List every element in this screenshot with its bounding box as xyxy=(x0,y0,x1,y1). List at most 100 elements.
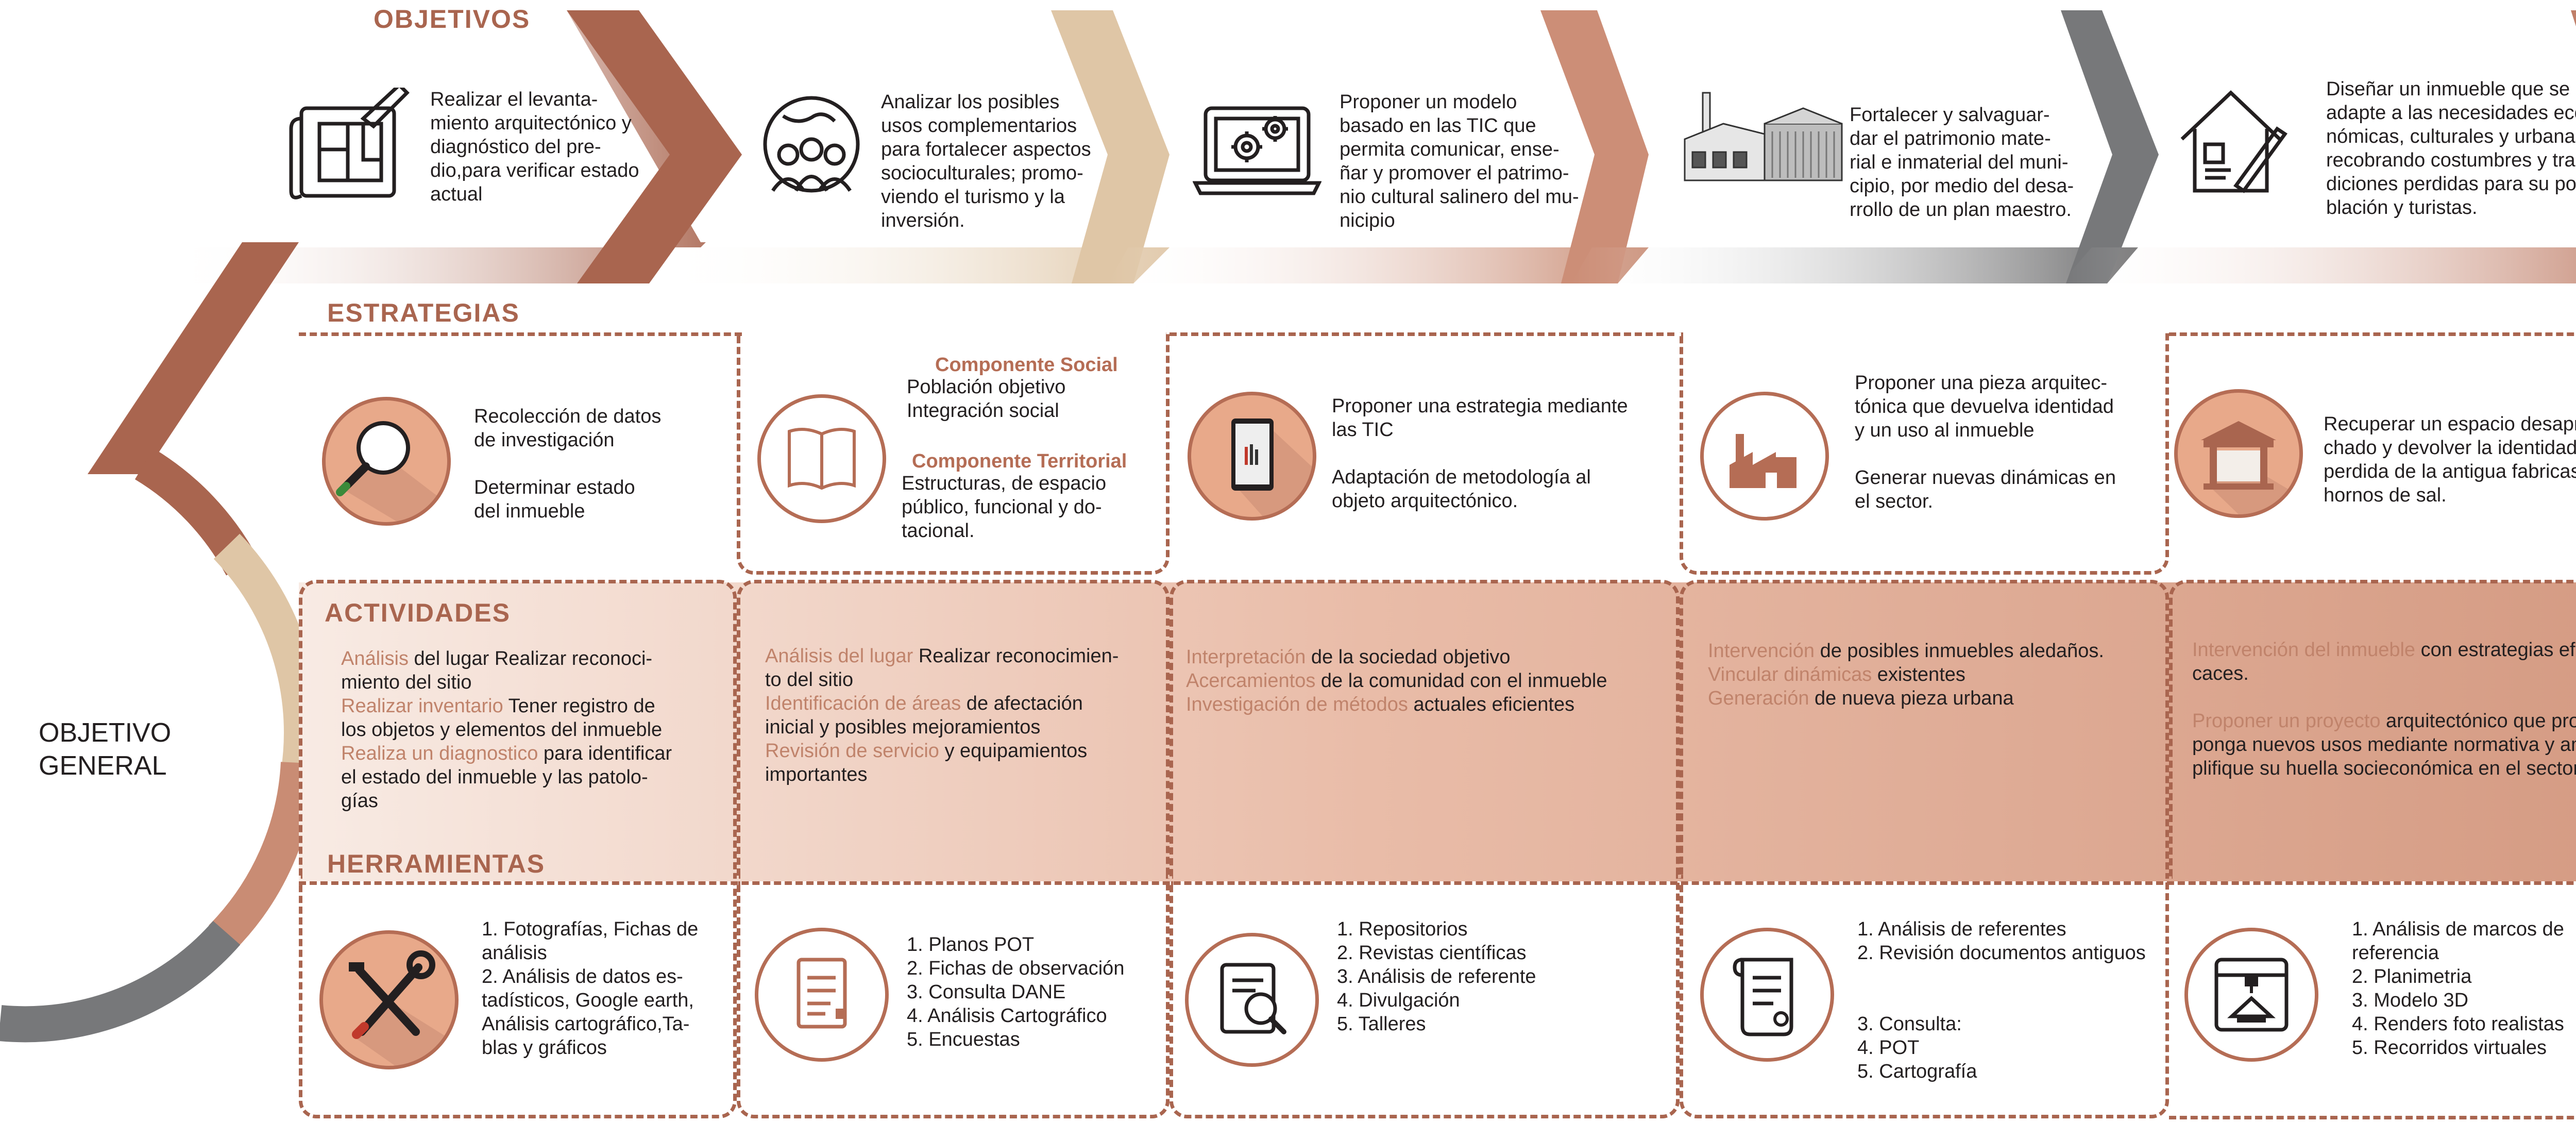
laptop-gears-icon xyxy=(1193,106,1321,195)
actividades-frame-3 xyxy=(1170,580,1680,879)
objetivo-general-line1: OBJETIVO xyxy=(39,718,172,748)
activity-text: de la sociedad objetivo xyxy=(1306,646,1511,668)
tools-icon xyxy=(319,930,459,1069)
estrategias-frame-2 xyxy=(737,332,1170,575)
blueprint-icon xyxy=(289,88,410,199)
activity-text: Realizar reconocimien- xyxy=(913,645,1119,667)
activity-text: y equipamientos xyxy=(939,740,1088,762)
activity-text: ponga nuevos usos mediante normativa y a… xyxy=(2192,734,2576,756)
estrategia-2-territorial-title: Componente Territorial xyxy=(912,450,1127,472)
activity-text: Tener registro de xyxy=(503,695,655,717)
actividad-4-text: Intervención de posibles inmuebles aleda… xyxy=(1708,639,2104,710)
activity-text: los objetos y elementos del inmueble xyxy=(341,719,663,741)
objetivo-general-line2: GENERAL xyxy=(39,751,167,781)
activity-keyword: Análisis del lugar xyxy=(765,645,913,667)
estrategias-top-divider-3 xyxy=(1170,332,1674,336)
activity-line: Interpretación de la sociedad objetivo xyxy=(1186,645,1607,669)
activity-line xyxy=(2192,685,2576,709)
activity-text: para identificar xyxy=(538,743,672,764)
activity-line: Intervención de posibles inmuebles aleda… xyxy=(1708,639,2104,663)
community-globe-icon xyxy=(763,96,860,193)
factory-building-icon xyxy=(1684,92,1843,181)
activity-line: los objetos y elementos del inmueble xyxy=(341,718,672,742)
activity-line: Revisión de servicio y equipamientos xyxy=(765,739,1118,763)
activity-line: ponga nuevos usos mediante normativa y a… xyxy=(2192,733,2576,757)
herramientas-title: HERRAMIENTAS xyxy=(327,849,546,878)
activity-line: Realiza un diagnostico para identificar xyxy=(341,742,672,765)
activity-line: Proponer un proyecto arquitectónico que … xyxy=(2192,709,2576,733)
estrategia-5-text: Recuperar un espacio desaprove-chado y d… xyxy=(2324,413,2576,506)
activity-text: gías xyxy=(341,790,378,812)
activity-line: inicial y posibles mejoramientos xyxy=(765,715,1118,739)
factory-icon xyxy=(1700,392,1829,521)
actividades-frame-4 xyxy=(1680,580,2169,879)
estrategias-top-divider-5 xyxy=(2169,332,2576,336)
magnifier-icon xyxy=(322,397,451,526)
activity-text: importantes xyxy=(765,764,868,785)
objetivos-title: OBJETIVOS xyxy=(374,5,531,34)
objetivo-1-text: Realizar el levanta-miento arquitectónic… xyxy=(430,89,639,205)
activity-keyword: Análisis xyxy=(341,648,409,669)
report-search-icon xyxy=(1185,933,1319,1067)
activity-line: Identificación de áreas de afectación xyxy=(765,692,1118,715)
activity-line: plifique su huella socieconómica en el s… xyxy=(2192,757,2576,780)
activity-line: Intervención del inmueble con estrategia… xyxy=(2192,638,2576,662)
activity-keyword: Generación xyxy=(1708,688,1809,709)
activity-text: del lugar Realizar reconoci- xyxy=(408,648,653,669)
actividad-1-text: Análisis del lugar Realizar reconoci-mie… xyxy=(341,647,672,813)
activity-line: Vincular dinámicas existentes xyxy=(1708,663,2104,686)
activity-line: gías xyxy=(341,789,672,813)
activity-text: caces. xyxy=(2192,663,2249,684)
actividad-2-text: Análisis del lugar Realizar reconocimien… xyxy=(765,644,1118,786)
activity-text: arquitectónico que pro- xyxy=(2380,710,2576,732)
estrategias-frame-4 xyxy=(1680,332,2169,575)
activity-line: miento del sitio xyxy=(341,671,672,694)
herramientas-top-divider xyxy=(299,881,2576,885)
activity-keyword: Vincular dinámicas xyxy=(1708,664,1872,685)
activity-line: Análisis del lugar Realizar reconocimien… xyxy=(765,644,1118,668)
activity-text: de afectación xyxy=(961,693,1083,714)
activity-keyword: Investigación de métodos xyxy=(1186,694,1408,715)
tablet-icon xyxy=(1188,392,1316,521)
activity-keyword: Intervención del inmueble xyxy=(2192,639,2416,661)
activity-text: inicial y posibles mejoramientos xyxy=(765,716,1041,738)
activity-line: Análisis del lugar Realizar reconoci- xyxy=(341,647,672,671)
activity-text: to del sitio xyxy=(765,669,854,691)
actividades-frame-5 xyxy=(2169,580,2576,879)
herramientas-frame-4 xyxy=(1680,881,2169,1118)
activity-line: importantes xyxy=(765,763,1118,786)
pavilion-icon xyxy=(2174,389,2303,518)
actividades-title: ACTIVIDADES xyxy=(325,598,511,627)
actividades-frame-1 xyxy=(299,580,737,879)
actividad-5-text: Intervención del inmueble con estrategia… xyxy=(2192,638,2576,780)
activity-text: de nueva pieza urbana xyxy=(1809,688,2014,709)
herramientas-frame-3 xyxy=(1170,881,1680,1118)
activity-keyword: Intervención xyxy=(1708,640,1815,662)
herramientas-bottom-divider-5 xyxy=(2169,1116,2576,1119)
objectives-chevron-band xyxy=(170,10,2576,283)
activity-line: Investigación de métodos actuales eficie… xyxy=(1186,693,1607,716)
activity-text: miento del sitio xyxy=(341,672,472,693)
objetivo-general-label: OBJETIVO GENERAL xyxy=(39,716,172,782)
activity-text: plifique su huella socieconómica en el s… xyxy=(2192,758,2576,779)
scroll-document-icon xyxy=(1700,928,1834,1062)
activity-line: el estado del inmueble y las patolo- xyxy=(341,765,672,789)
checklist-icon xyxy=(755,928,889,1062)
activity-text: actuales eficientes xyxy=(1408,694,1575,715)
activity-line: Generación de nueva pieza urbana xyxy=(1708,686,2104,710)
activity-keyword: Realizar inventario xyxy=(341,695,503,717)
activity-text: de la comunidad con el inmueble xyxy=(1315,670,1607,692)
